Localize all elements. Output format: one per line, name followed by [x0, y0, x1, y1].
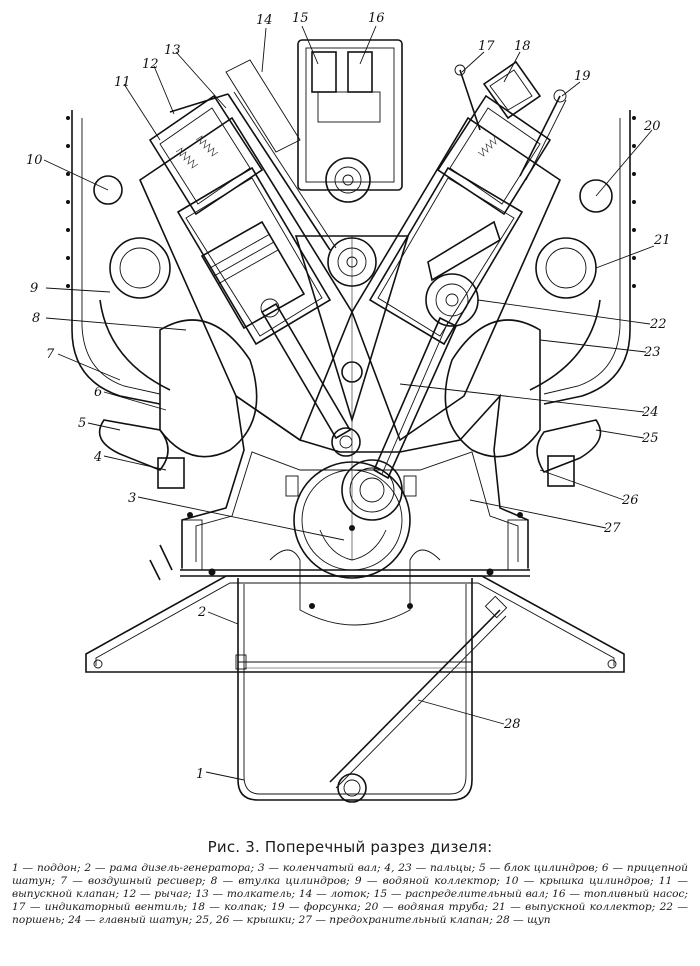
right-cylinder-bank [351, 60, 567, 480]
crankshaft [293, 459, 411, 579]
callout-23: 23 [643, 345, 661, 360]
engine-cross-section-drawing: 1 2 3 4 5 6 7 8 9 10 11 12 13 14 15 16 1… [26, 11, 671, 803]
callout-13: 13 [164, 43, 181, 58]
callout-2: 2 [197, 605, 206, 620]
left-cylinder-bank [138, 59, 361, 457]
callout-14: 14 [256, 13, 273, 28]
callout-1: 1 [196, 767, 204, 782]
callout-22: 22 [649, 317, 667, 332]
callout-17: 17 [478, 39, 495, 54]
callout-9: 9 [30, 281, 38, 296]
callout-6: 6 [94, 385, 102, 400]
callout-27: 27 [603, 521, 621, 536]
callout-25: 25 [641, 431, 659, 446]
callout-labels: 1 2 3 4 5 6 7 8 9 10 11 12 13 14 15 16 1… [26, 11, 671, 782]
generator-frame [85, 569, 625, 673]
callout-15: 15 [292, 11, 309, 26]
manifolds [66, 110, 636, 581]
callout-16: 16 [368, 11, 385, 26]
figure-caption: Рис. 3. Поперечный разрез дизеля: 1 — по… [12, 838, 688, 927]
figure-title: Рис. 3. Поперечный разрез дизеля: [207, 838, 493, 856]
callout-7: 7 [46, 347, 55, 362]
camshaft-and-fuel-pump [294, 39, 410, 560]
figure-legend: 1 — поддон; 2 — рама дизель-генератора; … [12, 862, 688, 926]
callout-10: 10 [26, 153, 43, 168]
callout-19: 19 [574, 69, 591, 84]
dipstick [329, 595, 508, 789]
callout-28: 28 [503, 717, 521, 732]
callout-12: 12 [142, 57, 159, 72]
callout-21: 21 [653, 233, 671, 248]
callout-5: 5 [78, 416, 86, 431]
callout-leaders [43, 25, 655, 781]
callout-11: 11 [114, 75, 131, 90]
callout-18: 18 [514, 39, 531, 54]
callout-20: 20 [643, 119, 661, 134]
crankcase [181, 393, 529, 626]
callout-3: 3 [128, 491, 136, 506]
callout-24: 24 [641, 405, 659, 420]
callout-4: 4 [93, 450, 102, 465]
callout-26: 26 [621, 493, 639, 508]
oil-pan [235, 578, 473, 803]
callout-8: 8 [32, 311, 40, 326]
